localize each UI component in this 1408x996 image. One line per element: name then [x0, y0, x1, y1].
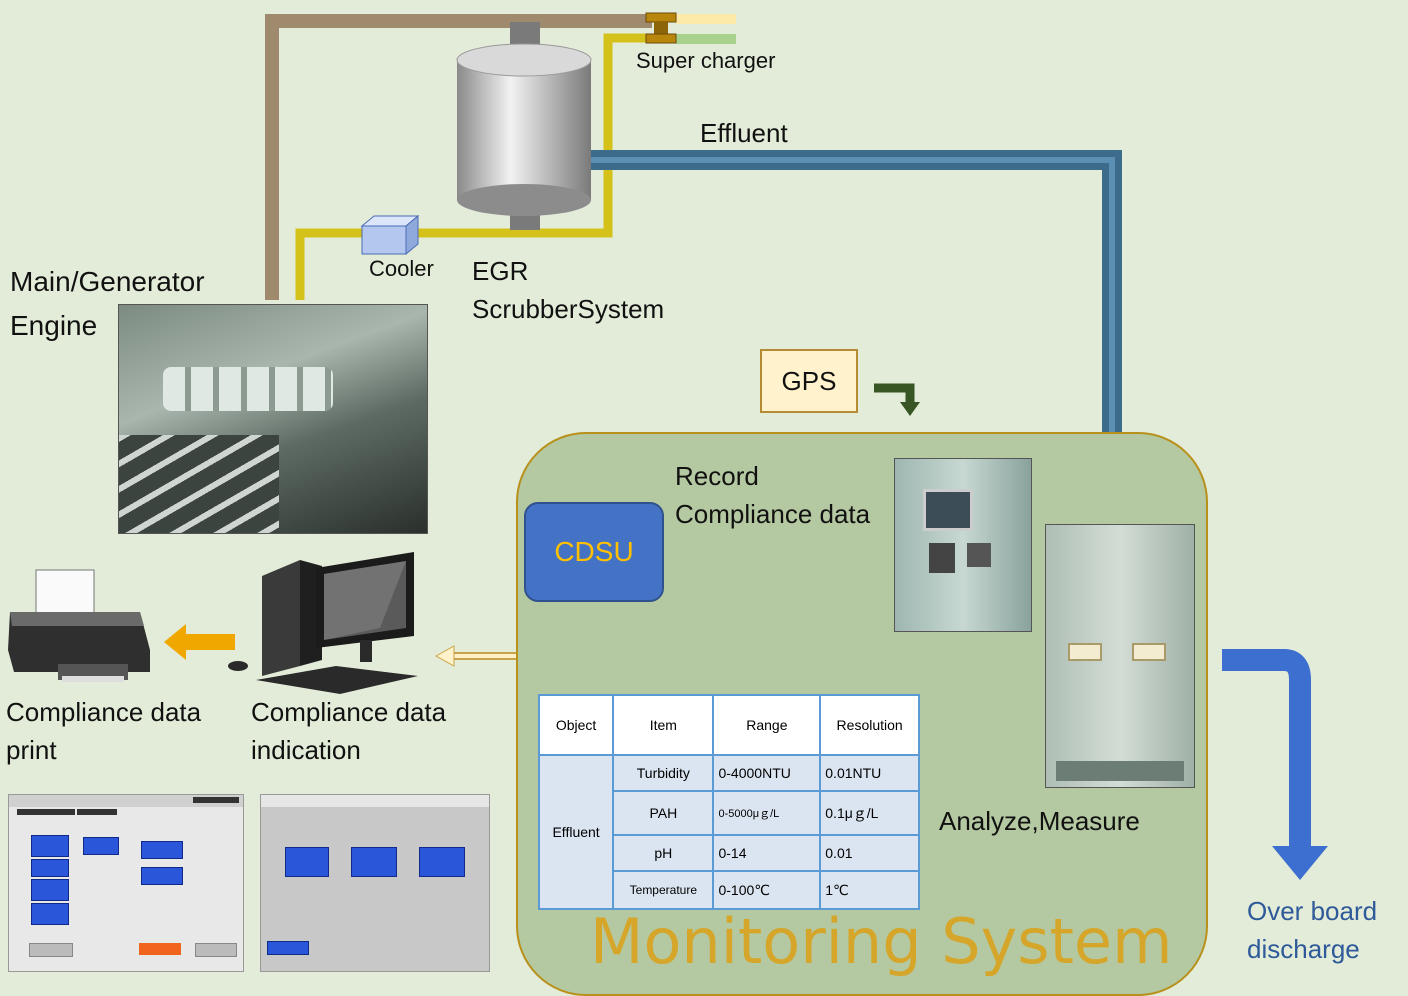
- measurement-spec-table: Object Item Range Resolution Effluent Tu…: [537, 694, 920, 910]
- indication-label-line2: indication: [251, 735, 361, 765]
- engine-stairs: [119, 435, 279, 533]
- engine-label-line1: Main/Generator: [10, 266, 205, 297]
- range-cell: 0-14: [712, 834, 822, 872]
- item-cell: PAH: [612, 790, 715, 836]
- supercharger-icon: [645, 12, 677, 44]
- overboard-label-line2: discharge: [1247, 934, 1360, 964]
- record-label-line1: Record: [675, 461, 759, 491]
- header-object: Object: [537, 694, 615, 756]
- gps-arrow: [874, 383, 915, 404]
- printer-icon: [8, 569, 150, 682]
- table-row: PAH 0-5000μｇ/L 0.1μｇ/L: [539, 790, 920, 836]
- indication-label-line1: Compliance data: [251, 697, 447, 727]
- object-cell: Effluent: [537, 754, 615, 910]
- header-item: Item: [612, 694, 715, 756]
- cdsu-label: CDSU: [554, 536, 634, 567]
- item-cell: Turbidity: [612, 754, 715, 792]
- engine-cylinders: [163, 367, 333, 411]
- monitoring-system-title: Monitoring System: [590, 905, 1173, 978]
- cooler-icon: [360, 214, 420, 256]
- print-label-line2: print: [6, 735, 57, 765]
- exhaust-pipe: [265, 14, 652, 300]
- overboard-arrow: [1222, 649, 1311, 850]
- table-header-row: Object Item Range Resolution: [537, 694, 920, 756]
- table-row: pH 0-14 0.01: [539, 834, 920, 872]
- cdsu-box: CDSU: [524, 502, 664, 602]
- table-row: Temperature 0-100℃ 1℃: [539, 870, 920, 910]
- supercharger-outlet-upper: [676, 14, 736, 24]
- monitor-screen-thumbnail: [8, 794, 244, 972]
- range-cell: 0-5000μｇ/L: [712, 790, 822, 836]
- record-label-line2: Compliance data: [675, 499, 871, 529]
- cooler-label: Cooler: [369, 256, 434, 281]
- egr-label-line2: ScrubberSystem: [472, 294, 665, 324]
- resolution-cell: 0.01: [819, 834, 920, 872]
- range-cell: 0-100℃: [712, 870, 822, 910]
- overboard-label-line1: Over board: [1247, 896, 1378, 926]
- analyze-label: Analyze,Measure: [939, 806, 1140, 836]
- resolution-cell: 0.01NTU: [819, 754, 920, 792]
- item-cell: pH: [612, 834, 715, 872]
- sensor-cabinet-photo: [1045, 524, 1195, 788]
- resolution-cell: 1℃: [819, 870, 920, 910]
- header-range: Range: [712, 694, 822, 756]
- egr-pipe: [295, 33, 652, 300]
- analyzer-cabinet-photo: [894, 458, 1032, 632]
- computer-icon: [228, 552, 418, 694]
- calibration-screen-thumbnail: [260, 794, 490, 972]
- supercharger-outlet-lower: [676, 34, 736, 44]
- gps-box: GPS: [760, 349, 858, 413]
- effluent-label: Effluent: [700, 118, 788, 148]
- header-resolution: Resolution: [819, 694, 920, 756]
- engine-photo: [118, 304, 428, 534]
- super-charger-label: Super charger: [636, 48, 776, 73]
- engine-label-line2: Engine: [10, 310, 98, 341]
- resolution-cell: 0.1μｇ/L: [819, 790, 920, 836]
- print-label-line1: Compliance data: [6, 697, 202, 727]
- range-cell: 0-4000NTU: [712, 754, 822, 792]
- gps-label: GPS: [781, 365, 837, 396]
- pc-to-printer-arrow: [180, 634, 235, 650]
- item-cell: Temperature: [612, 870, 715, 910]
- egr-label-line1: EGR: [472, 256, 529, 286]
- egr-scrubber-icon: [456, 22, 592, 230]
- table-row: Effluent Turbidity 0-4000NTU 0.01NTU: [537, 754, 920, 910]
